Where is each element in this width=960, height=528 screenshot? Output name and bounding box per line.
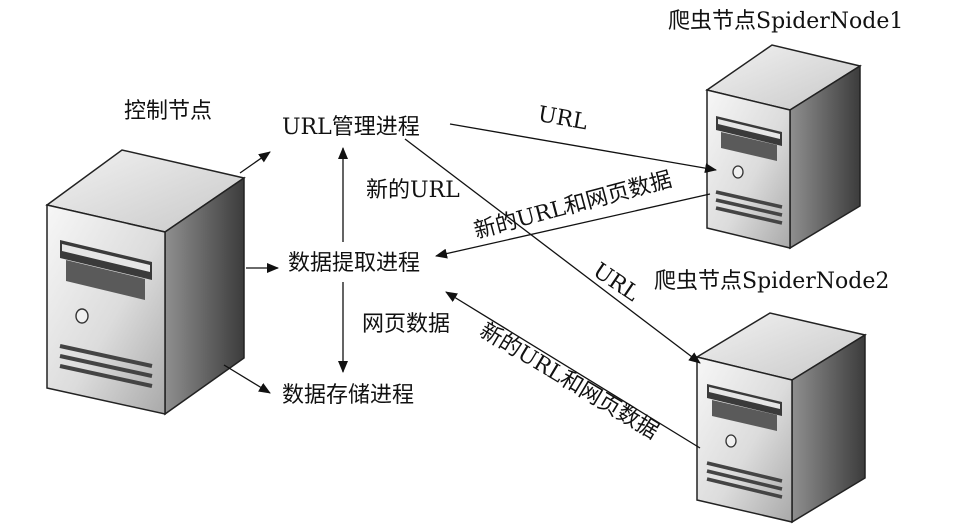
arrow-server-to-data-storage [223,364,271,394]
arrow-node2-to-extraction [445,291,701,449]
data-extraction-process: 数据提取进程 [288,251,421,276]
spider-node-2-title: 爬虫节点SpiderNode2 [654,269,890,294]
data-storage-process: 数据存储进程 [282,383,415,408]
page-data-label: 网页数据 [362,312,451,337]
control-node-server-icon [45,149,246,416]
arrow-url-to-node2 [404,138,701,364]
spider-node-1-server-icon [705,44,862,250]
arrow-node1-to-extraction [435,193,711,259]
url-manager-process: URL管理进程 [282,115,420,140]
control-node-title: 控制节点 [124,99,213,124]
arrow-server-to-url-manager [239,151,271,174]
new-url-label: 新的URL [366,178,460,203]
spider-node-2-server-icon [695,312,867,524]
spider-node-1-title: 爬虫节点SpiderNode1 [668,9,904,34]
arrow-url-to-node1 [449,123,717,174]
